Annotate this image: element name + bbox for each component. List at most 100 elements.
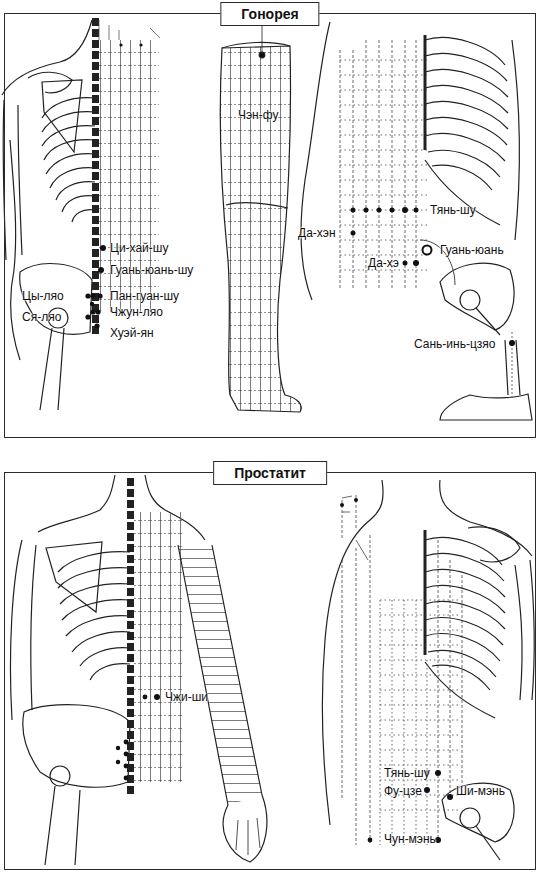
point-name: Сань-инь-цзяо [414, 337, 495, 351]
meridian-grid [134, 512, 182, 782]
acupoint [85, 293, 90, 298]
meridian-line [99, 20, 160, 40]
meridian-line [342, 495, 462, 845]
meridian-line [340, 40, 512, 398]
point-name: Чжи-ши [165, 690, 208, 704]
femur-head [460, 290, 480, 310]
meridian-line [342, 495, 356, 540]
panel-frame: Простатит [4, 472, 536, 870]
meridian-line [342, 496, 368, 560]
acupoint [423, 246, 432, 255]
femur-head [460, 808, 480, 828]
point-name: Чжун-ляо [110, 305, 163, 319]
acupoint [368, 838, 373, 843]
acupoint [424, 787, 430, 793]
acupoint [116, 694, 160, 780]
point-name: Ши-мэнь [456, 784, 505, 798]
body-outline [38, 475, 115, 532]
arm-outline [18, 105, 22, 255]
ribs [42, 98, 95, 222]
sternum [424, 530, 427, 655]
acupoint [124, 740, 129, 745]
acupoint [85, 43, 142, 328]
acupoint [124, 752, 129, 757]
ribs [58, 552, 130, 680]
point-name: Ци-хай-шу [110, 241, 168, 255]
pelvis [440, 263, 514, 330]
femur [476, 308, 500, 335]
pelvis [442, 783, 514, 842]
acupoint [402, 207, 408, 213]
acupoint [124, 776, 129, 781]
leg-figure [215, 40, 310, 420]
point-name: Да-хэ [368, 256, 399, 270]
acupoint [85, 314, 90, 319]
acupoint [447, 794, 453, 800]
meridian-line [340, 40, 416, 290]
acupoint [259, 52, 265, 58]
acupoint [100, 245, 106, 251]
femur [476, 826, 500, 860]
knee-line [226, 203, 288, 208]
acupoint [413, 260, 419, 266]
point-name: Гуань-юань [440, 243, 504, 257]
acupoint [340, 498, 453, 843]
acupoint [351, 231, 356, 236]
costal-margin [425, 160, 500, 225]
body-outline [322, 480, 383, 825]
point-name: Да-хэн [298, 226, 336, 240]
acupoint [377, 208, 382, 213]
arm-outline [515, 560, 534, 700]
meridian-line [380, 600, 427, 845]
ribs [425, 38, 508, 190]
spine [92, 18, 99, 335]
body-outline [2, 20, 92, 95]
acupoint [98, 267, 104, 273]
acupoint [119, 43, 122, 46]
shoulder-joint [28, 72, 72, 93]
point-name: Тянь-шу [430, 203, 476, 217]
back-figure [2, 18, 96, 410]
sternum [424, 35, 427, 150]
body-outline [512, 40, 519, 240]
point-name: Ся-ляо [22, 310, 61, 324]
front-figure [322, 480, 534, 860]
arm-outline [31, 545, 36, 710]
femur [45, 786, 80, 865]
ribs [425, 538, 505, 690]
acupoint [124, 764, 129, 769]
femur [40, 328, 64, 410]
acupoint [390, 208, 395, 213]
meridian-line [342, 535, 462, 845]
arm-figure [170, 540, 270, 810]
acupoint [354, 498, 358, 502]
acupoint [351, 207, 516, 346]
body-outline [301, 22, 330, 300]
acupoint [97, 293, 102, 298]
acupoint [95, 309, 100, 314]
acupoint [435, 837, 441, 843]
panel-title: Простатит [213, 461, 327, 485]
point-name: Цы-ляо [22, 289, 64, 303]
point-name: Чэн-фу [238, 108, 278, 122]
point-name: Хуэй-ян [110, 326, 154, 340]
acupoint [143, 695, 148, 700]
panel-title: Гонорея [220, 2, 319, 26]
leg-figure [215, 22, 310, 420]
meridian-line [340, 60, 430, 270]
acupoint [403, 261, 408, 266]
acupoint [340, 503, 344, 507]
point-name: Гуань-юань-шу [110, 263, 193, 277]
point-name: Фу-цзе [384, 784, 422, 798]
acupoint [139, 43, 142, 46]
spine [127, 478, 134, 795]
panel-frame: Гонорея [4, 13, 536, 438]
point-name: Чун-мэнь [384, 832, 436, 846]
acupoint [94, 323, 99, 328]
pelvis [20, 264, 92, 335]
acupoint [90, 293, 95, 298]
meridian-line [262, 22, 263, 55]
femur-head [50, 766, 70, 786]
acupoint [435, 770, 441, 776]
acupoint [414, 208, 419, 213]
